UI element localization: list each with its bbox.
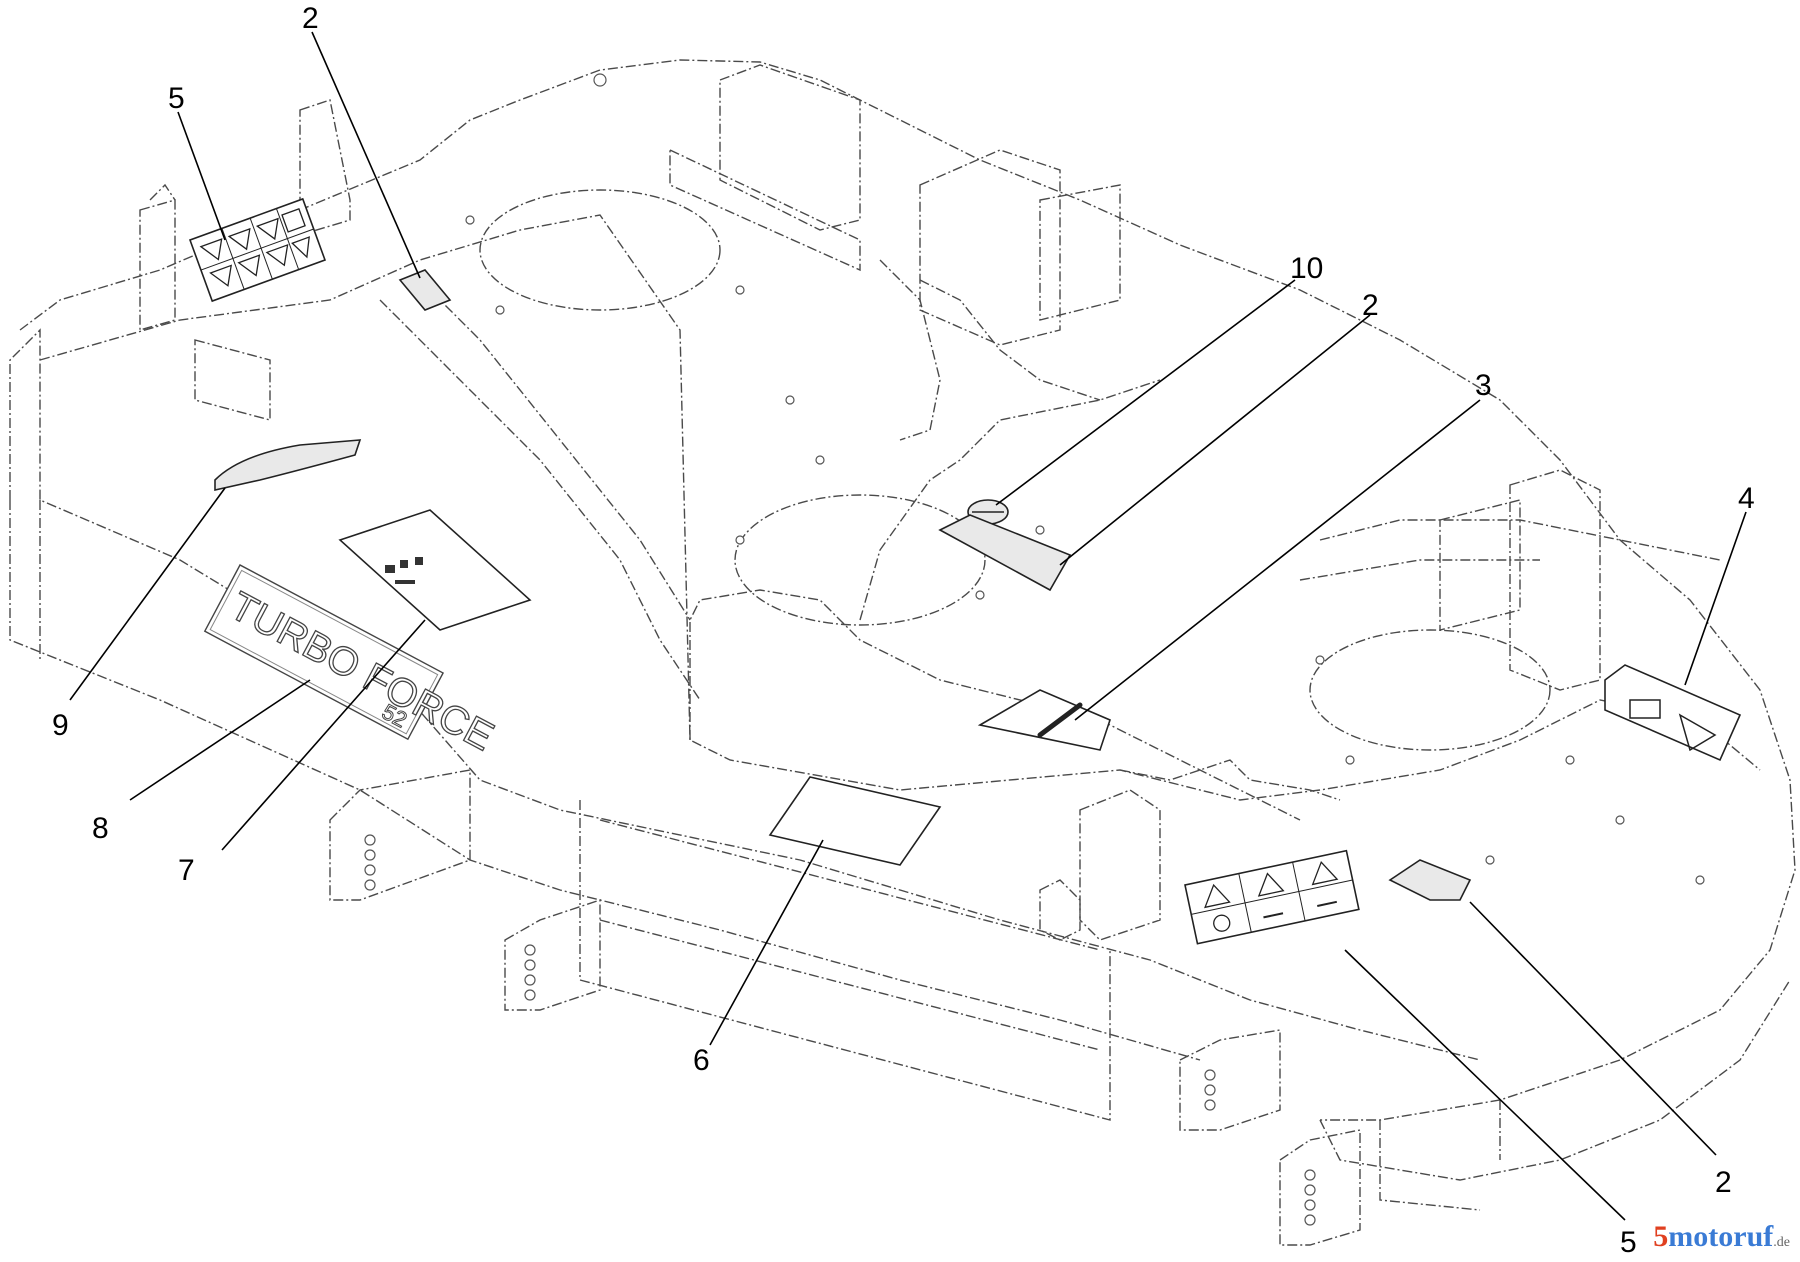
callout-labels: 2 5 10 2 3 4 9 8 7 6 2 5 (52, 2, 1755, 1259)
decal-item-5-front (1184, 849, 1360, 945)
mower-deck-outline (9, 59, 1796, 1211)
leader-lines (69, 31, 1747, 1221)
callout-2-center: 2 (1362, 289, 1379, 322)
callout-2-top: 2 (302, 2, 319, 35)
decal-item-2-top (398, 269, 452, 311)
decal-item-3 (977, 689, 1111, 751)
callout-4: 4 (1738, 482, 1755, 515)
watermark-name: motoruf (1668, 1220, 1774, 1253)
callout-9: 9 (52, 709, 69, 742)
decal-item-2-center (938, 514, 1072, 592)
callout-5-rear: 5 (168, 82, 185, 115)
decal-item-2-right (1388, 859, 1472, 901)
deck-brackets (139, 64, 1601, 1246)
decal-item-4 (1604, 664, 1742, 762)
decal-item-7 (338, 509, 532, 631)
callout-2-right: 2 (1715, 1166, 1732, 1199)
decal-item-6 (768, 776, 942, 866)
callout-3: 3 (1475, 369, 1492, 402)
callout-10: 10 (1290, 252, 1323, 285)
decal-item-9 (214, 439, 362, 491)
watermark-tld: .de (1773, 1235, 1790, 1250)
bracket-pin-holes (364, 73, 1705, 1226)
callout-5-front: 5 (1620, 1226, 1637, 1259)
callout-7: 7 (178, 854, 195, 887)
watermark-logo: 5motoruf.de (1653, 1220, 1790, 1253)
callout-8: 8 (92, 812, 109, 845)
callout-6: 6 (693, 1044, 710, 1077)
decal-item-5-rear (188, 197, 327, 303)
